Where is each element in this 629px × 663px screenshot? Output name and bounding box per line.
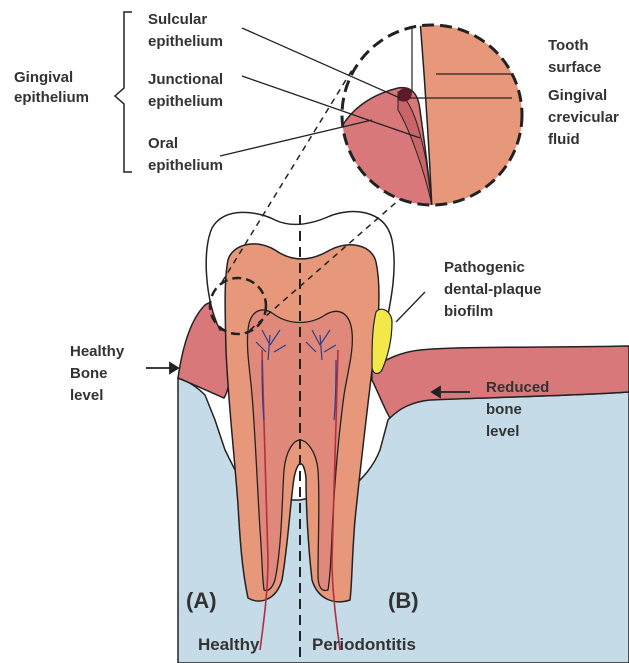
label-tooth-surface: Tooth surface [548, 37, 601, 76]
label-plaque-biofilm: Pathogenic dental-plaque biofilm [444, 259, 542, 320]
svg-text:fluid: fluid [548, 131, 580, 148]
label-healthy-bone-level: Healthy Bone level [70, 343, 125, 404]
svg-text:biofilm: biofilm [444, 303, 493, 320]
svg-text:level: level [70, 387, 103, 404]
svg-text:Junctional: Junctional [148, 71, 223, 88]
svg-text:Reduced: Reduced [486, 379, 549, 396]
svg-text:Oral: Oral [148, 135, 178, 152]
svg-text:dental-plaque: dental-plaque [444, 281, 542, 298]
svg-text:Sulcular: Sulcular [148, 11, 207, 28]
svg-text:epithelium: epithelium [148, 33, 223, 50]
gingival-bracket [115, 12, 132, 172]
svg-text:Gingival: Gingival [548, 87, 607, 104]
svg-text:Gingival: Gingival [14, 69, 73, 86]
label-oral-epithelium: Oral epithelium [148, 135, 223, 174]
caption-periodontitis: Periodontitis [312, 635, 416, 654]
svg-text:Tooth: Tooth [548, 37, 589, 54]
svg-text:level: level [486, 423, 519, 440]
svg-text:bone: bone [486, 401, 522, 418]
panel-label-a: (A) [186, 588, 217, 613]
label-sulcular-epithelium: Sulcular epithelium [148, 11, 223, 50]
caption-healthy: Healthy [198, 635, 260, 654]
svg-text:crevicular: crevicular [548, 109, 619, 126]
svg-text:Pathogenic: Pathogenic [444, 259, 525, 276]
label-gingival-epithelium: Gingival epithelium [14, 69, 89, 106]
svg-text:epithelium: epithelium [148, 93, 223, 110]
label-junctional-epithelium: Junctional epithelium [148, 71, 223, 110]
panel-label-b: (B) [388, 588, 419, 613]
svg-text:Bone: Bone [70, 365, 108, 382]
label-gingival-crevicular-fluid: Gingival crevicular fluid [548, 87, 619, 148]
svg-text:epithelium: epithelium [14, 89, 89, 106]
svg-text:Healthy: Healthy [70, 343, 125, 360]
svg-text:surface: surface [548, 59, 601, 76]
svg-text:epithelium: epithelium [148, 157, 223, 174]
